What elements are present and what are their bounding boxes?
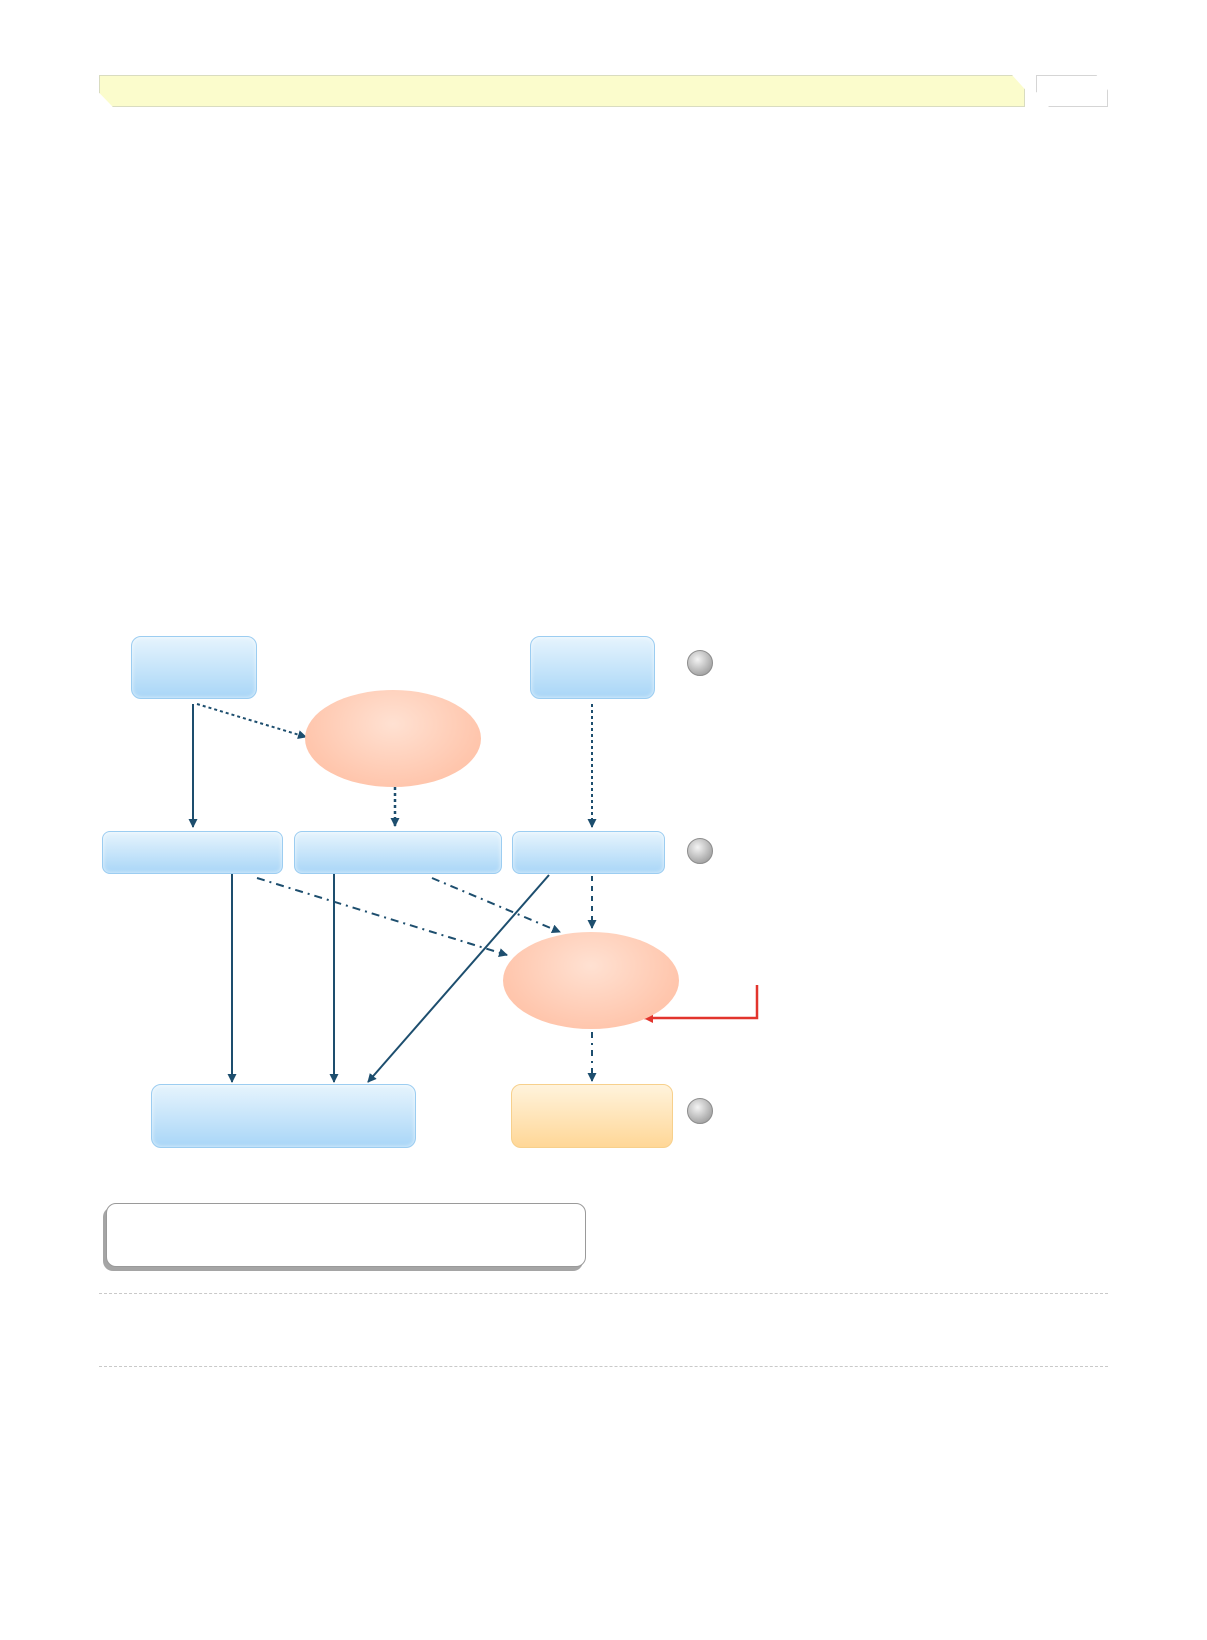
row-marker-3: [687, 1098, 713, 1124]
node-bottom-left: [151, 1084, 416, 1148]
edge-topleft-to-ellipse: [196, 703, 307, 739]
node-mid-center: [294, 831, 502, 874]
node-bottom-right: [511, 1084, 673, 1148]
edge-red-input: [643, 985, 759, 1023]
header-bar: [99, 75, 1025, 107]
node-ellipse-mid: [503, 932, 679, 1029]
separator-top: [99, 1293, 1108, 1294]
node-top-right: [530, 636, 655, 699]
node-mid-right: [512, 831, 665, 874]
edge-midcenter-to-ellipse: [431, 877, 561, 934]
separator-bottom: [99, 1366, 1108, 1367]
row-marker-1: [687, 650, 713, 676]
node-mid-left: [102, 831, 283, 874]
node-ellipse-top: [305, 690, 481, 787]
legend-box: [106, 1203, 586, 1267]
header-tab: [1036, 75, 1108, 107]
edge-midleft-to-ellipse: [256, 877, 508, 957]
node-top-left: [131, 636, 257, 699]
row-marker-2: [687, 838, 713, 864]
edge-midright-to-bottomleft: [367, 874, 550, 1083]
